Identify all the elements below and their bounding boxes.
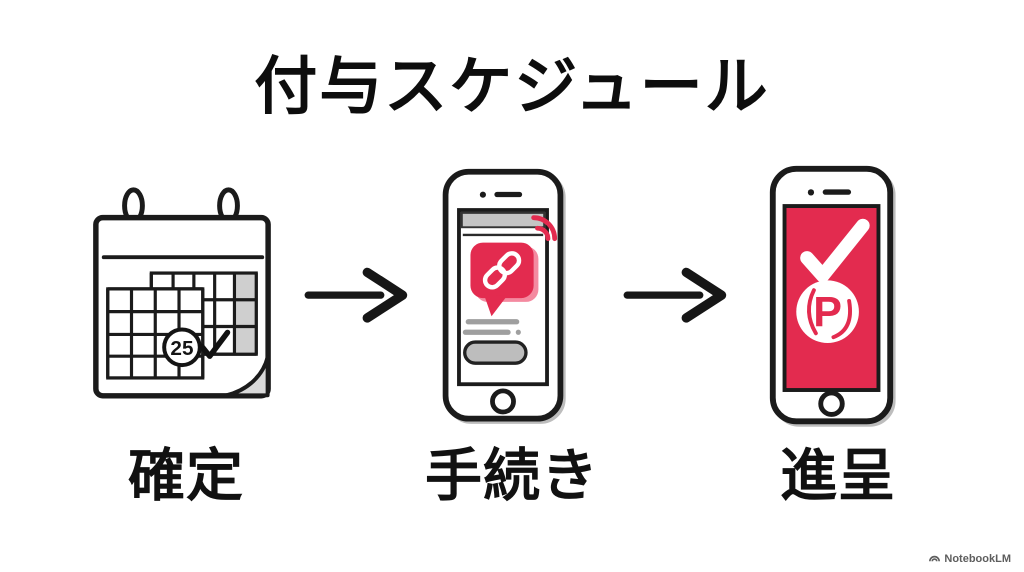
watermark-label: NotebookLM [944,552,1011,565]
page-title: 付与スケジュール [254,52,770,122]
link-icon [482,251,522,290]
smartphone-link-notification-icon [442,168,566,424]
speaker-line [822,189,852,195]
home-button [490,388,516,415]
arrow-right-icon [304,267,408,323]
signal-waves-icon [531,215,558,242]
text-dot [515,329,521,335]
speaker-dot [807,189,815,196]
action-button-pill [463,340,528,365]
page-curl [224,355,270,398]
calendar-check-icon: 25 [93,187,271,399]
home-button [818,390,845,417]
smartphone-point-check-icon: P [769,165,896,427]
point-letter: P [813,288,842,336]
text-line-1 [465,319,520,325]
date-check-icon [199,329,231,359]
step-label-procedure: 手続き [425,444,599,508]
calendar-date: 25 [170,337,193,360]
coin-sketch-arcs [807,288,852,340]
speaker-line [494,191,523,198]
notebooklm-logo-icon [929,555,941,562]
step-label-confirm: 確定 [128,444,244,508]
step-label-grant: 進呈 [780,444,896,508]
bubble-tail [483,294,507,317]
status-bar [460,211,546,229]
check-icon [800,218,870,283]
watermark: NotebookLM [928,552,1011,565]
text-line-2 [462,329,511,335]
speaker-dot [479,191,486,198]
arrow-right-icon [623,267,727,323]
